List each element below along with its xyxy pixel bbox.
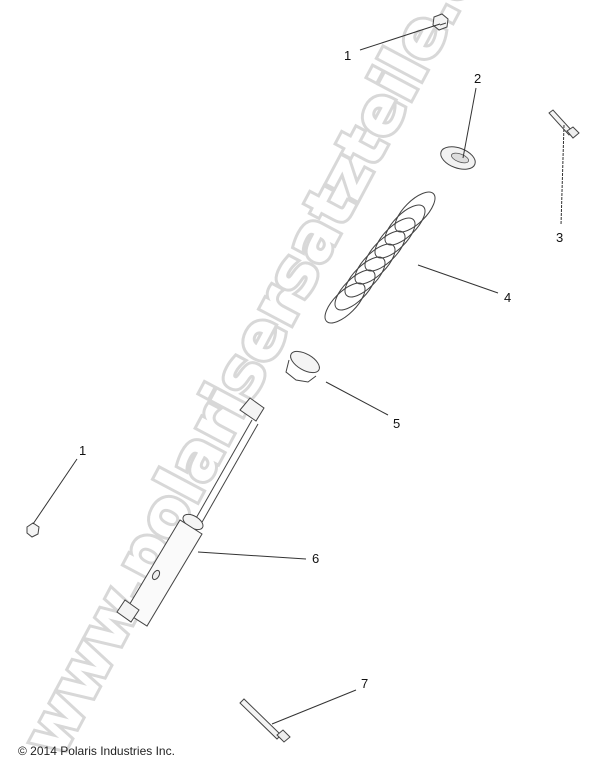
callout-1-upper[interactable]: 1 xyxy=(344,48,351,63)
part-coil-spring[interactable] xyxy=(319,186,441,329)
part-spring-seat[interactable] xyxy=(285,347,323,383)
leader-line-6 xyxy=(197,551,307,560)
leader-line-1-upper xyxy=(359,23,441,51)
callout-5[interactable]: 5 xyxy=(393,416,400,431)
callout-2[interactable]: 2 xyxy=(474,71,481,86)
part-lower-nut[interactable] xyxy=(26,522,40,538)
callout-4[interactable]: 4 xyxy=(504,290,511,305)
part-spring-retainer[interactable] xyxy=(438,142,479,173)
part-lower-bolt[interactable] xyxy=(239,698,291,743)
callout-3[interactable]: 3 xyxy=(556,230,563,245)
copyright-notice: © 2014 Polaris Industries Inc. xyxy=(18,744,175,758)
leader-line-1-lower xyxy=(32,458,78,525)
leader-line-7 xyxy=(271,689,357,725)
leader-line-2 xyxy=(462,87,477,159)
leader-line-4 xyxy=(417,264,499,294)
part-upper-nut[interactable] xyxy=(432,13,449,31)
callout-7[interactable]: 7 xyxy=(361,676,368,691)
callout-1-lower[interactable]: 1 xyxy=(79,443,86,458)
callout-6[interactable]: 6 xyxy=(312,551,319,566)
part-upper-bolt[interactable] xyxy=(548,109,580,139)
svg-text:www.polarisersatzteile.de: www.polarisersatzteile.de xyxy=(9,0,517,768)
leader-line-3 xyxy=(560,124,565,226)
watermark: www.polarisersatzteile.de xyxy=(6,0,520,771)
part-shock-absorber[interactable] xyxy=(116,397,265,627)
leader-line-5 xyxy=(325,381,389,416)
